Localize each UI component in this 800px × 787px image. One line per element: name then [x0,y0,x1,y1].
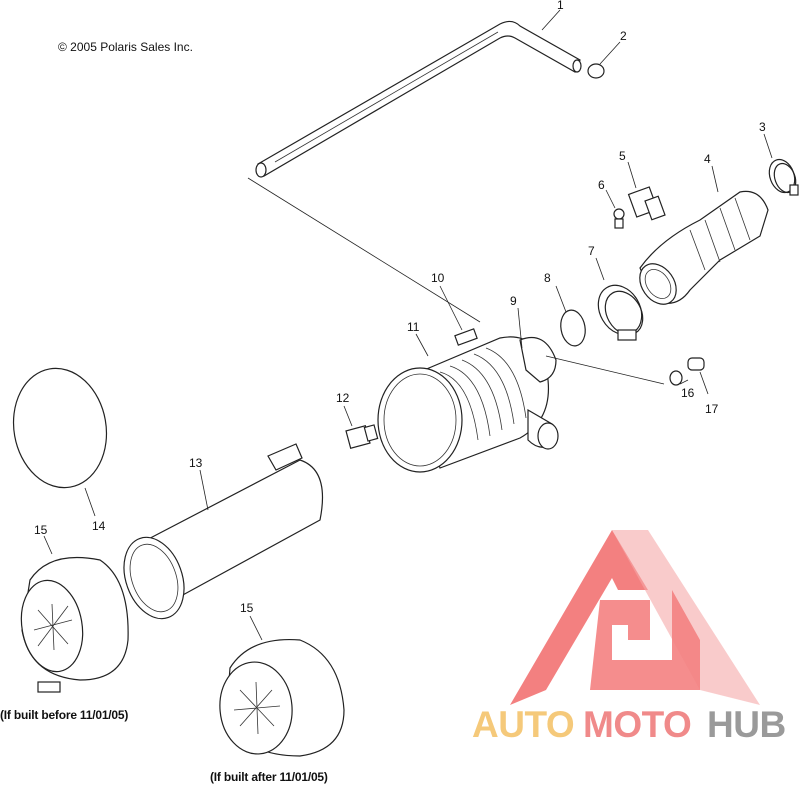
callout-2: 2 [620,29,627,43]
part-4-intake-duct [639,165,769,305]
callout-14: 14 [92,519,106,533]
note-built-before: (If built before 11/01/05) [0,708,129,722]
part-15-cover-after [219,615,345,757]
callout-1: 1 [557,0,564,12]
note-built-after: (If built after 11/01/05) [210,770,328,784]
part-7-hose-clamp [595,257,644,341]
callout-8: 8 [544,271,551,285]
callout-15-after: 15 [240,601,254,615]
callout-6: 6 [598,178,605,192]
part-8-gasket [555,285,586,347]
part-1-breather-hose [255,20,582,178]
part-12-connector [343,405,379,450]
part-13-filter-element [123,443,324,620]
part-14-o-ring [12,367,108,517]
callout-4: 4 [704,152,711,166]
callout-7: 7 [588,244,595,258]
watermark-auto: AUTO [472,704,574,745]
part-10-strap [439,285,478,346]
callout-17: 17 [705,402,719,416]
callout-11: 11 [407,320,420,334]
callout-9: 9 [510,294,517,308]
callout-3: 3 [759,120,766,134]
part-15-cover-before [20,535,129,693]
part-11-airbox-canister [377,336,559,473]
part-16-plug [669,370,689,386]
watermark-logo-icon [510,530,760,705]
copyright-text: © 2005 Polaris Sales Inc. [58,40,193,54]
part-3-clamp [763,133,799,196]
part-2-cap [587,41,621,79]
callout-15-before: 15 [34,523,48,537]
callout-10: 10 [431,271,445,285]
callout-5: 5 [619,149,626,163]
callout-12: 12 [336,391,350,405]
callout-13: 13 [189,456,203,470]
watermark-hub: HUB [707,704,786,745]
part-5-sensor [627,161,666,221]
part-17-plug [687,357,709,395]
watermark-moto: MOTO [583,704,691,745]
callout-16: 16 [681,386,695,400]
part-6-screw [605,189,625,229]
